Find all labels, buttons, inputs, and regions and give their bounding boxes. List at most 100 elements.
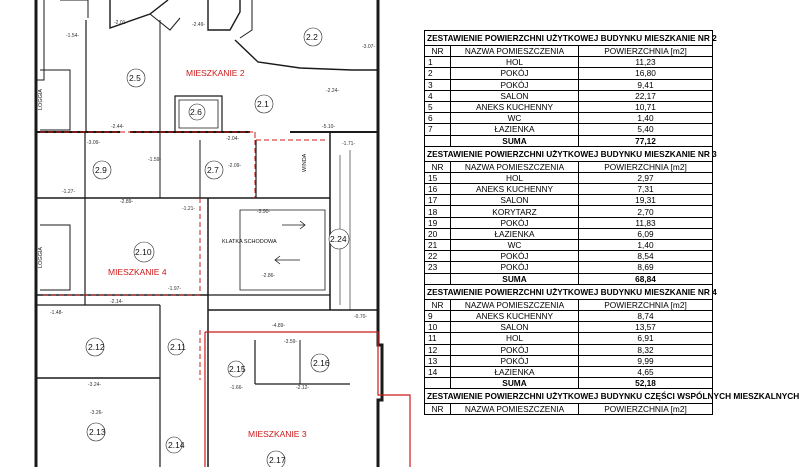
dimension-text: -1.66- — [230, 385, 243, 391]
table-title: ZESTAWIENIE POWIERZCHNI UŻYTKOWEJ BUDYNK… — [424, 283, 717, 300]
cell-name: HOL — [450, 171, 579, 185]
room-label: 2.13 — [89, 427, 106, 437]
cell-name: POKÓJ — [450, 354, 579, 367]
cell-name: POKÓJ — [450, 261, 579, 274]
cell-nr: 10 — [424, 321, 451, 334]
room-label: 2.24 — [330, 234, 347, 244]
dimension-text: -1.97- — [168, 286, 181, 292]
room-label: 2.9 — [95, 165, 107, 175]
dimension-text: -1.48- — [50, 310, 63, 316]
cell-area: 4,65 — [578, 365, 713, 379]
room-label: 2.14 — [168, 440, 185, 450]
dimension-text: -2.44- — [111, 124, 124, 130]
dimension-text: -3.90- — [257, 209, 270, 215]
sum-label: SUMA — [450, 272, 579, 285]
dimension-text: -2.04- — [226, 136, 239, 142]
column-header: NAZWA POMIESZCZENIA — [450, 403, 579, 416]
cell-area: 8,69 — [578, 261, 713, 274]
column-header: NAZWA POMIESZCZENIA — [450, 44, 579, 58]
column-header: NR — [424, 298, 451, 311]
cell-nr: 19 — [424, 216, 451, 229]
cell-nr: 1 — [424, 56, 451, 69]
staircase-label: KLATKA SCHODOWA — [222, 239, 277, 245]
cell-nr: 3 — [424, 78, 451, 91]
area-tables: ZESTAWIENIE POWIERZCHNI UŻYTKOWEJ BUDYNK… — [424, 30, 799, 416]
apartment-label-2: MIESZKANIE 2 — [186, 68, 245, 78]
cell-name: ŁAZIENKA — [450, 365, 579, 379]
room-label: 2.16 — [313, 358, 330, 368]
cell-area: 7,31 — [578, 183, 713, 196]
dimension-text: -3.24- — [88, 382, 101, 388]
cell-nr: 14 — [424, 365, 451, 379]
cell-area: 9,99 — [578, 354, 713, 367]
room-label: 2.11 — [170, 342, 186, 352]
cell-name: SALON — [450, 194, 579, 207]
cell-name: ANEKS KUCHENNY — [450, 183, 579, 196]
dimension-text: -3.59- — [284, 339, 297, 345]
cell-name: KORYTARZ — [450, 205, 579, 218]
dimension-text: -1.59- — [148, 157, 161, 163]
cell-name: HOL — [450, 332, 579, 345]
cell-area: 2,97 — [578, 171, 713, 185]
cell-empty — [424, 272, 451, 285]
column-header: POWIERZCHNIA [m2] — [578, 298, 713, 311]
cell-name: ŁAZIENKA — [450, 123, 579, 136]
cell-nr: 7 — [424, 123, 451, 136]
dimension-text: -2.09- — [228, 163, 241, 169]
cell-area: 8,32 — [578, 343, 713, 356]
cell-name: ANEKS KUCHENNY — [450, 100, 579, 114]
room-label: 2.6 — [190, 107, 202, 117]
cell-nr: 17 — [424, 194, 451, 207]
cell-name: SALON — [450, 89, 579, 102]
table-title: ZESTAWIENIE POWIERZCHNI UŻYTKOWEJ BUDYNK… — [424, 30, 717, 46]
room-label: 2.10 — [135, 247, 152, 257]
dimension-text: -3.07- — [362, 44, 375, 50]
cell-empty — [424, 134, 451, 147]
column-header: POWIERZCHNIA [m2] — [578, 160, 713, 173]
cell-area: 11,83 — [578, 216, 713, 229]
sum-value: 52,18 — [578, 377, 713, 390]
room-label: 2.12 — [88, 342, 105, 352]
cell-area: 13,57 — [578, 321, 713, 334]
cell-name: ANEKS KUCHENNY — [450, 309, 579, 323]
apartment-label-3: MIESZKANIE 3 — [248, 429, 307, 439]
cell-area: 6,91 — [578, 332, 713, 345]
cell-name: ŁAZIENKA — [450, 227, 579, 241]
cell-nr: 16 — [424, 183, 451, 196]
loggia-label: LOGGIA — [38, 89, 44, 110]
cell-area: 1,40 — [578, 112, 713, 125]
dimension-text: -2.14- — [110, 299, 123, 305]
dimension-text: -2.86- — [262, 273, 275, 279]
column-header: POWIERZCHNIA [m2] — [578, 44, 713, 58]
cell-nr: 5 — [424, 100, 451, 114]
dimension-text: -2.24- — [326, 88, 339, 94]
column-header: NR — [424, 403, 451, 416]
cell-name: WC — [450, 112, 579, 125]
column-header: POWIERZCHNIA [m2] — [578, 403, 713, 416]
dimensions: -2.01- -1.54- -2.49- -3.07- -2.24- -2.44… — [50, 20, 375, 416]
cell-nr: 21 — [424, 238, 451, 252]
dimension-text: -4.89- — [272, 323, 285, 329]
cell-nr: 2 — [424, 67, 451, 80]
dimension-text: -3.09- — [87, 140, 100, 146]
dimension-text: -1.27- — [62, 189, 75, 195]
cell-area: 8,74 — [578, 309, 713, 323]
column-header: NR — [424, 160, 451, 173]
cell-name: WC — [450, 238, 579, 252]
cell-area: 9,41 — [578, 78, 713, 91]
cell-area: 10,71 — [578, 100, 713, 114]
room-label: 2.1 — [257, 99, 269, 109]
